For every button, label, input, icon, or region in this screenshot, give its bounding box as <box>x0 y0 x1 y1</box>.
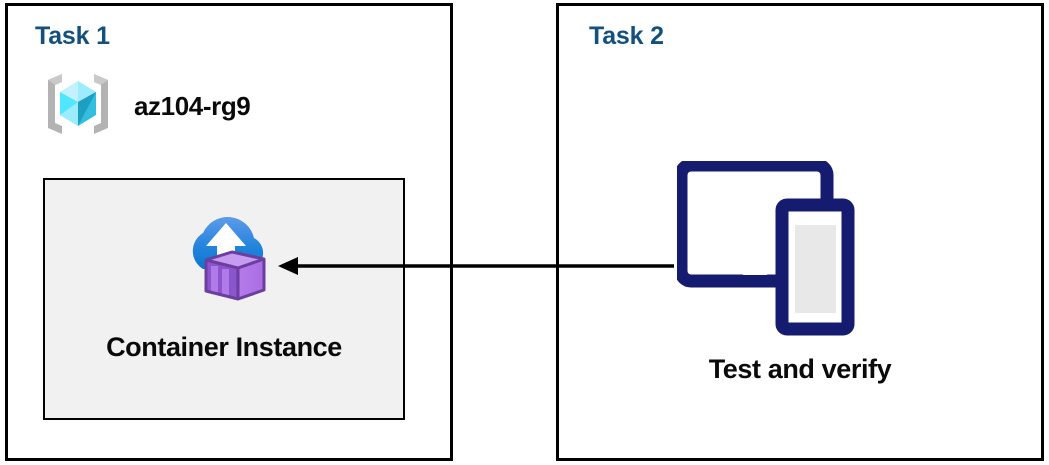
task-2-title: Task 2 <box>589 22 664 50</box>
tablet-and-phone-icon-wrap <box>674 158 873 342</box>
resource-group-name: az104-rg9 <box>134 91 251 121</box>
container-instance-label: Container Instance <box>106 332 342 362</box>
azure-resource-group-icon <box>38 68 118 145</box>
task-2-panel: Task 2 Test a <box>556 3 1044 461</box>
container-instance-box: Container Instance <box>43 178 405 420</box>
resource-group-row: az104-rg9 <box>38 68 251 145</box>
container-instance-icon-wrap <box>45 196 403 309</box>
azure-container-instance-icon <box>170 196 278 309</box>
test-and-verify-label: Test and verify <box>708 354 892 384</box>
task-1-panel: Task 1 <box>5 3 453 461</box>
tablet-and-phone-icon <box>674 158 873 341</box>
task-1-title: Task 1 <box>35 22 110 50</box>
arrow-task2-to-task1 <box>278 257 674 275</box>
